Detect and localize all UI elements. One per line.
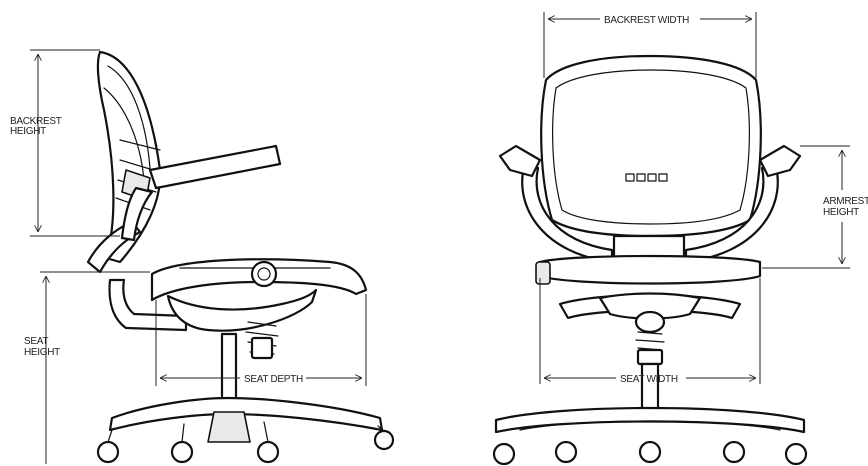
seat-depth-dimension	[155, 294, 367, 386]
armrest-height-label-line2: HEIGHT	[823, 207, 859, 218]
seat-width-dimension	[539, 278, 761, 384]
backrest-width-label: BACKREST WIDTH	[604, 15, 689, 26]
seat-depth-label: SEAT DEPTH	[244, 374, 303, 385]
backrest-height-label-line1: BACKREST	[10, 116, 62, 127]
backrest-height-label-line2: HEIGHT	[10, 126, 46, 137]
backrest-height-dimension	[30, 49, 120, 237]
seat-height-label-line1: SEAT	[24, 336, 48, 347]
armrest-height-label-line1: ARMREST	[823, 196, 868, 207]
side-view-chair	[86, 50, 395, 464]
backrest-width-dimension	[543, 12, 757, 78]
seat-height-dimension	[40, 271, 150, 464]
backrest-logo-squares	[625, 173, 668, 182]
seat-width-label: SEAT WIDTH	[620, 374, 678, 385]
seat-height-label-line2: HEIGHT	[24, 347, 60, 358]
front-view-chair	[492, 54, 808, 466]
armrest-height-dimension	[762, 145, 850, 269]
